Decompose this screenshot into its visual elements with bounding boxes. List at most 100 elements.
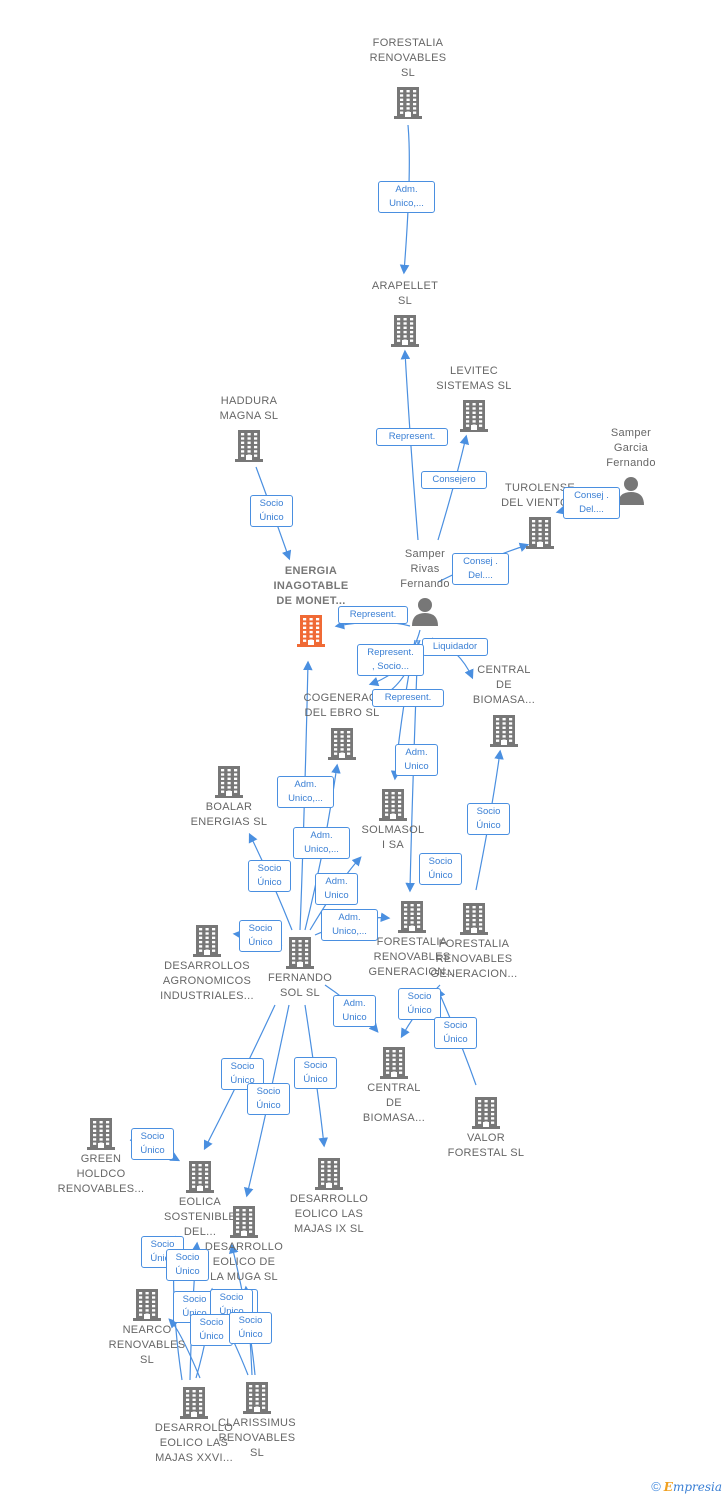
edge-label[interactable]: Adm.Unico (333, 995, 376, 1027)
edge-label-text: Consejero (432, 474, 476, 485)
edge-label-text: , Socio... (372, 661, 409, 672)
edge-label-text: Adm. (395, 184, 418, 195)
node-label-line: RENOVABLES (369, 52, 447, 64)
building-icon[interactable] (393, 85, 423, 124)
edge-label[interactable]: Adm.Unico (395, 744, 438, 776)
building-icon[interactable] (296, 613, 326, 652)
edge-label-text: Único (214, 1305, 249, 1319)
edge-label[interactable]: Represent. (372, 689, 444, 707)
building-icon[interactable] (285, 935, 315, 974)
edge-label-text: Único (140, 1145, 165, 1156)
node-label-line: RENOVABLES (435, 953, 513, 965)
edge-label-text: Socio (407, 991, 432, 1002)
building-icon[interactable] (214, 764, 244, 803)
person-icon[interactable] (410, 596, 440, 631)
edge-label[interactable]: Represent. (376, 428, 448, 446)
building-icon[interactable] (192, 923, 222, 962)
person-icon[interactable] (616, 475, 646, 510)
edge-label[interactable]: Represent. (338, 606, 408, 624)
building-icon[interactable] (471, 1095, 501, 1134)
edge-label[interactable]: Adm.Unico (315, 873, 358, 905)
building-icon[interactable] (229, 1204, 259, 1243)
building-icon[interactable] (179, 1385, 209, 1424)
edge-label[interactable]: Adm.Unico,... (277, 776, 334, 808)
edge-label[interactable]: Consej .Del.... (563, 487, 620, 519)
node-label-line: VALOR (467, 1132, 505, 1144)
building-icon[interactable] (489, 713, 519, 752)
building-icon[interactable] (185, 1159, 215, 1198)
building-icon[interactable] (327, 726, 357, 765)
building-icon[interactable] (242, 1380, 272, 1419)
edge-label[interactable]: Adm.Unico,... (321, 909, 378, 941)
edge-label-text: Socio (182, 1294, 207, 1305)
node-label-line: DESARROLLO (289, 1193, 369, 1205)
edge-label[interactable]: Represent., Socio... (357, 644, 424, 676)
edge-label[interactable]: Consej .Del.... (452, 553, 509, 585)
edge-label[interactable]: Adm.Unico,... (293, 827, 350, 859)
edge-label-text: Unico,... (389, 198, 424, 209)
edge-label[interactable]: Adm. Unico,... (378, 181, 435, 213)
building-icon[interactable] (525, 515, 555, 554)
edge-label-text: Socio (219, 1292, 244, 1303)
building-icon[interactable] (390, 313, 420, 352)
building-icon[interactable] (459, 901, 489, 940)
node-label-line: FORESTALIA (372, 37, 444, 49)
building-icon[interactable] (397, 899, 427, 938)
node-label-line: EOLICO LAS (294, 1208, 364, 1220)
edge-label-text: Socio (248, 923, 273, 934)
edge-label[interactable]: Liquidador (422, 638, 488, 656)
building-icon[interactable] (459, 398, 489, 437)
node-label-line: ARAPELLET (371, 280, 439, 292)
building-icon[interactable] (86, 1116, 116, 1155)
building-icon[interactable] (314, 1156, 344, 1195)
node-label-line: SOL SL (280, 987, 320, 999)
node-label-line: CLARISSIMUS (218, 1417, 296, 1429)
edge-label-text: Único (230, 1075, 255, 1086)
edge-label[interactable]: Consejero (421, 471, 487, 489)
building-icon[interactable] (379, 1045, 409, 1084)
building-icon[interactable] (234, 428, 264, 467)
node-label-line: SISTEMAS SL (436, 380, 512, 392)
node-label-line: ENERGIA (284, 565, 338, 577)
building-icon[interactable] (378, 787, 408, 826)
building-icon[interactable] (132, 1287, 162, 1326)
